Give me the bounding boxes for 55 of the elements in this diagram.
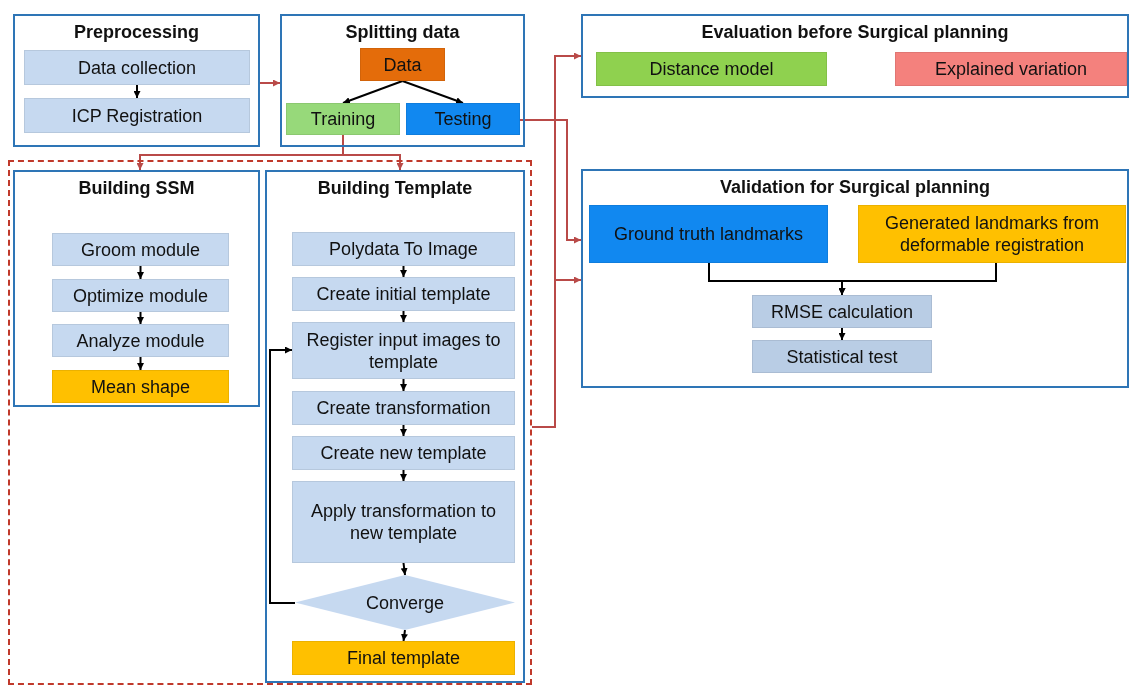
dashed-group-frame [8, 160, 532, 685]
panel [13, 14, 260, 147]
panel [280, 14, 525, 147]
arrow [137, 265, 144, 280]
process-box: Create new template [292, 436, 515, 470]
panel [13, 170, 260, 407]
training-box: Training [286, 103, 400, 135]
process-box: Create initial template [292, 277, 515, 311]
arrow [838, 327, 846, 341]
result-box: Final template [292, 641, 515, 675]
panel-heading: Preprocessing [72, 21, 201, 43]
process-box: Optimize module [52, 279, 229, 312]
process-box: Polydata To Image [292, 232, 515, 266]
arrow [400, 424, 407, 437]
arrow [400, 469, 407, 482]
panel-heading: Evaluation before Surgical planning [700, 21, 1010, 43]
arrow [342, 80, 404, 104]
process-box: Statistical test [752, 340, 932, 373]
method-box: Explained variation [895, 52, 1127, 86]
arrow [531, 276, 582, 428]
process-box: RMSE calculation [752, 295, 932, 328]
arrow [137, 356, 144, 371]
process-box: Register input images to template [292, 322, 515, 379]
arrow [400, 265, 407, 278]
process-box: Apply transformation to new template [292, 481, 515, 563]
process-box: Data collection [24, 50, 250, 85]
arrow [133, 84, 141, 99]
panel [265, 170, 525, 683]
arrow [401, 629, 408, 642]
decision-diamond: Converge [295, 575, 515, 630]
arrow [269, 346, 296, 604]
arrow [259, 79, 281, 87]
arrow [400, 378, 407, 392]
testing-box: Testing [406, 103, 520, 135]
data-box: Data [360, 48, 445, 81]
panel-heading: Splitting data [344, 21, 461, 43]
arrow [400, 562, 408, 576]
result-box: Mean shape [52, 370, 229, 403]
arrow [137, 311, 144, 325]
input-box: Generated landmarks from deformable registration [858, 205, 1126, 263]
arrow [838, 262, 997, 296]
process-box: Create transformation [292, 391, 515, 425]
process-box: ICP Registration [24, 98, 250, 133]
arrow [401, 80, 464, 104]
panel [581, 14, 1129, 98]
process-box: Groom module [52, 233, 229, 266]
method-box: Distance model [596, 52, 827, 86]
panel-heading: Building SSM [77, 177, 196, 199]
process-box: Analyze module [52, 324, 229, 357]
panel-heading: Validation for Surgical planning [719, 176, 991, 198]
arrow [519, 119, 582, 244]
panel-heading: Building Template [316, 177, 474, 199]
input-box: Ground truth landmarks [589, 205, 828, 263]
arrow [400, 310, 407, 323]
panel [581, 169, 1129, 388]
